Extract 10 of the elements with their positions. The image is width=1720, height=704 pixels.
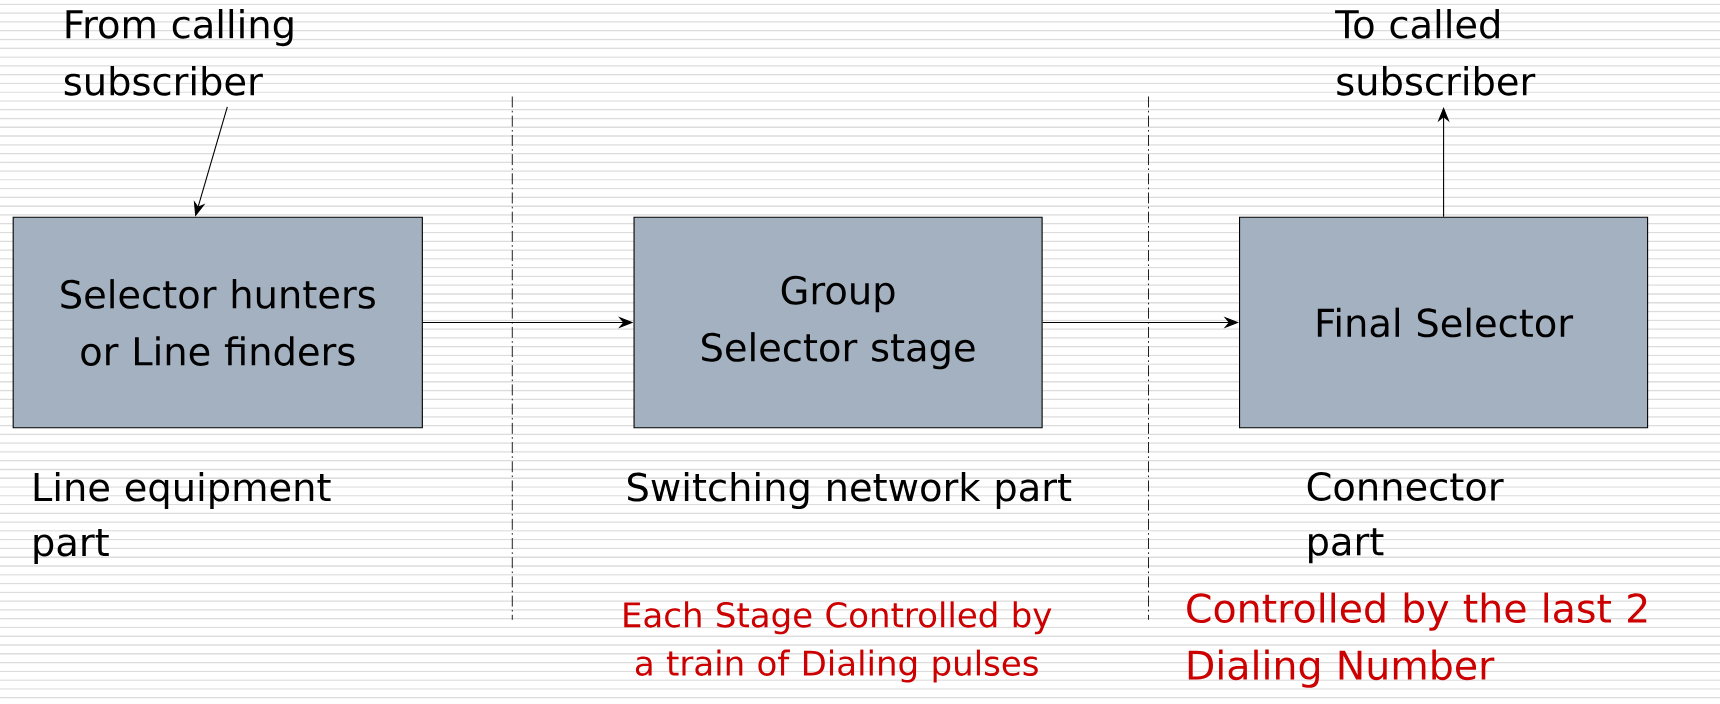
selector-box: Group Selector stage [633,216,1043,429]
note-text: Controlled by the last 2 Dialing Number [1187,592,1647,688]
subscriber-label: From calling subscriber [64,8,293,96]
part-label: Line equipment part [34,471,331,564]
selector-box: Selector hunters or Line finders [12,216,423,429]
part-label: Switching network part [628,471,1072,509]
selector-box: Final Selector [1239,216,1649,429]
subscriber-label: To called subscriber [1335,8,1536,96]
note-text: Each Stage Controlled by a train of Dialing pulses [624,601,1052,683]
part-label: Connector part [1307,471,1504,564]
